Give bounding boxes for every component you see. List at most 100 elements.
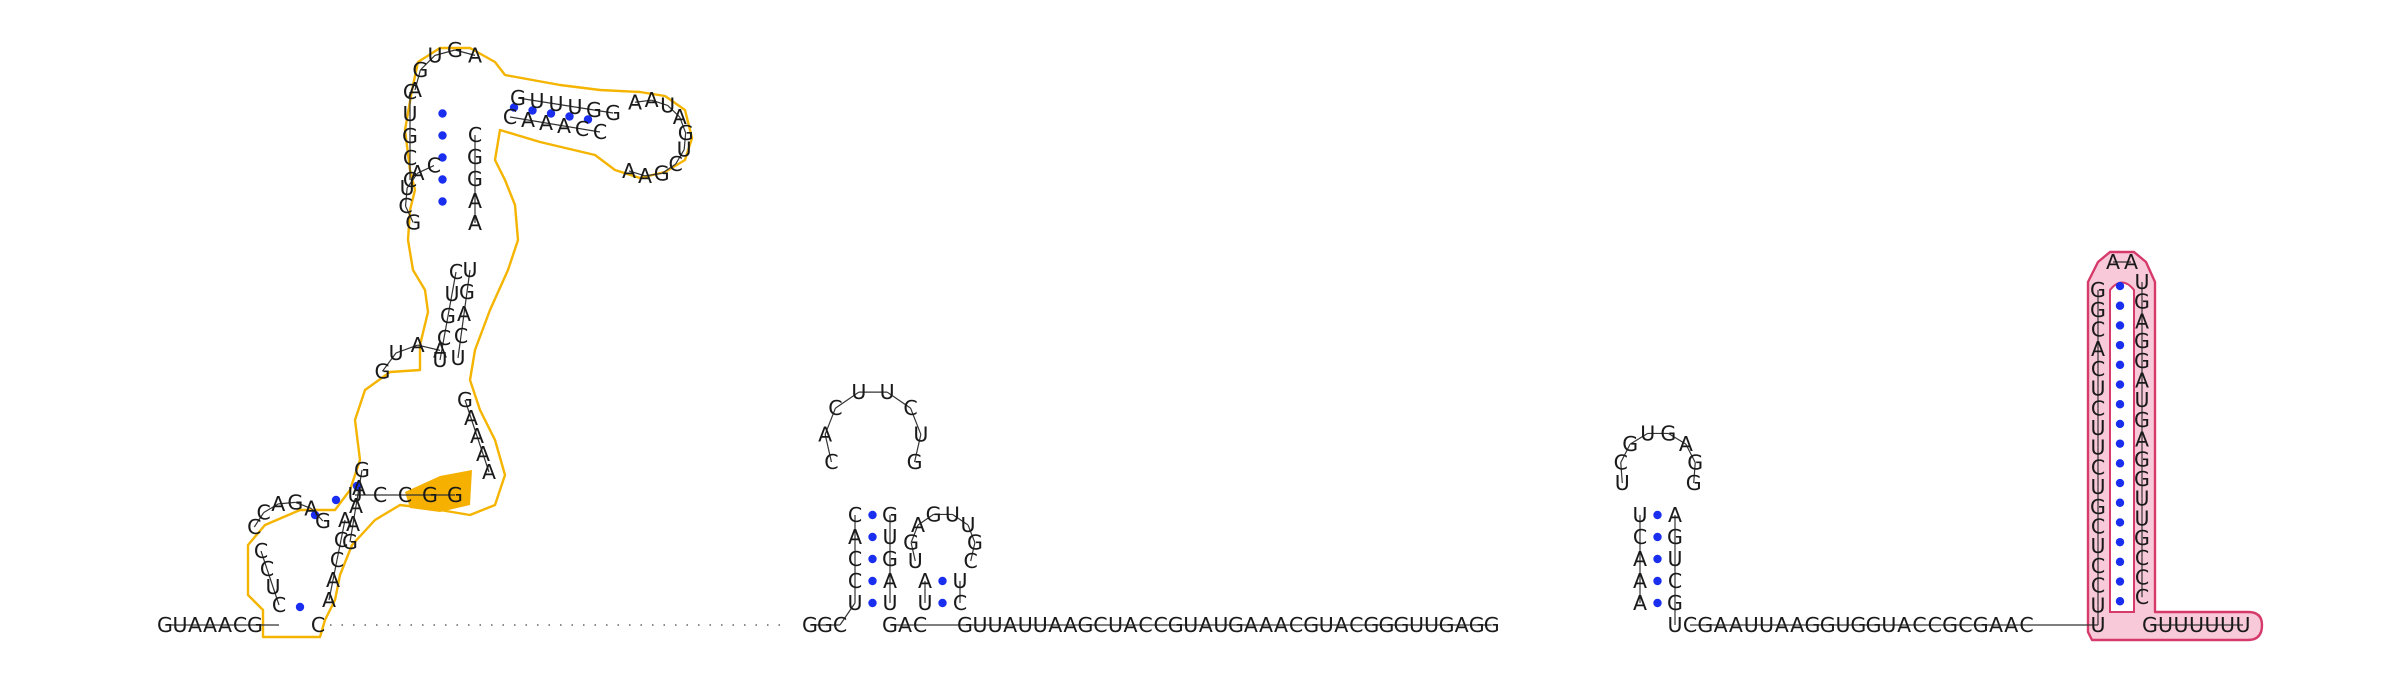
hairpin-2-nt: A [918, 569, 932, 593]
linker-1-nt: A [1334, 613, 1348, 637]
backbone-segment [417, 344, 441, 351]
linker-2-nt: U [1744, 613, 1759, 637]
backbone-segment [340, 519, 346, 541]
base-pair-dot [2115, 537, 2125, 547]
domain-a-nt: A [457, 302, 471, 326]
linker-1-nt: C [1138, 613, 1152, 637]
linker-2-nt: C [1958, 613, 1972, 637]
domain-a-nt: C [398, 194, 412, 218]
backbone-segment [451, 271, 457, 295]
linker-1-nt: A [1274, 613, 1288, 637]
base-pair-dot [2115, 380, 2125, 389]
backbone-segment [476, 435, 484, 455]
hairpin-1-nt: U [880, 380, 895, 404]
backbone-segment [1629, 432, 1649, 445]
backbone-segment [628, 170, 646, 177]
backbone-segment [536, 100, 557, 105]
domain-a-nt: U [432, 348, 447, 372]
base-pair-dot [528, 106, 537, 115]
base-pair-dot [310, 510, 320, 520]
linker-2-nt: C [1912, 613, 1926, 637]
base-pair-dot [352, 481, 362, 491]
hairpin-2-nt: C [964, 549, 978, 573]
terminator-nt: U [2134, 487, 2149, 511]
backbone-segment [527, 119, 547, 124]
terminator-nt: A [2135, 428, 2149, 452]
linker-1-nt: A [1259, 613, 1273, 637]
tail-nt: G [2142, 613, 2158, 637]
backbone-segment [644, 172, 662, 177]
base-pair-dot [438, 197, 447, 206]
terminator-nt: C [2091, 515, 2105, 539]
terminator-nt: U [2134, 506, 2149, 530]
hairpin-1-nt: C [848, 503, 862, 527]
domain-a-nt: A [521, 108, 535, 132]
terminator-nt: A [2091, 337, 2105, 361]
base-pair-dot [1653, 598, 1662, 608]
terminator-highlight [2086, 250, 2264, 642]
backbone-segment [466, 269, 471, 293]
backbone-segment [679, 116, 687, 134]
terminator-nt: G [2134, 526, 2150, 550]
domain-a-nt: G [315, 509, 331, 533]
base-pair-dot [2115, 459, 2125, 468]
hairpin-1-nt: C [903, 396, 917, 420]
hairpin-3-nt: U [1667, 613, 1682, 637]
hairpin-2-nt: G [967, 531, 983, 555]
domain-a-nt: A [408, 78, 422, 102]
linker-1-nt: U [973, 613, 988, 637]
domain-a-nt: C [575, 117, 589, 141]
hairpin-1-nt: C [848, 547, 862, 571]
linker-1-nt: G [1168, 613, 1184, 637]
backbone-segment [839, 602, 856, 626]
backbone-segment [910, 542, 916, 562]
linker-2-nt: A [1729, 613, 1743, 637]
linker-2-nt: A [2004, 613, 2018, 637]
terminator-nt: A [2135, 309, 2149, 333]
terminator-nt: A [2135, 369, 2149, 393]
base-pair-dot [1653, 576, 1662, 586]
domain-a-nt: A [433, 338, 447, 362]
backbone-segment [1620, 443, 1631, 463]
tail-nt: U [2220, 613, 2235, 637]
backbone-segment [651, 99, 668, 107]
linker-1-nt: U [1424, 613, 1439, 637]
backbone-segment [434, 49, 456, 56]
hairpin-2-nt: G [882, 613, 898, 637]
terminator-nt: G [2134, 408, 2150, 432]
domain-a-nt: A [470, 424, 484, 448]
linker-1-nt: U [1213, 613, 1228, 637]
base-pair-dot [938, 576, 947, 586]
hairpin-3-nt: U [1632, 503, 1647, 527]
domain-a-nt: A [464, 406, 478, 430]
backbone-segment [278, 501, 296, 505]
terminator-nt: U [2090, 416, 2105, 440]
terminator-nt: U [2090, 613, 2105, 637]
backbone-segment [272, 586, 280, 606]
domain-a-nt: G [654, 161, 670, 185]
backbone-segment [1685, 443, 1696, 463]
backbone-segment [414, 69, 421, 91]
backbone-segment [910, 524, 919, 543]
hairpin-1-nt: A [818, 422, 832, 446]
base-pair-dot [1653, 532, 1662, 542]
domain-a-nt: U [427, 43, 442, 67]
linker-2-nt: G [1820, 613, 1836, 637]
hairpin-3-nt: U [1667, 547, 1682, 571]
backbone-segment [886, 391, 911, 409]
linker-1-nt: G [1469, 613, 1485, 637]
hairpin-2-nt: C [953, 591, 967, 615]
base-pair-dot [438, 153, 447, 162]
terminator-nt: U [2134, 388, 2149, 412]
backbone-segment [381, 352, 397, 372]
linker-1-nt: G [1484, 613, 1500, 637]
terminator-nt: A [2106, 250, 2120, 274]
domain-a-nt: G [467, 167, 483, 191]
backbone-segment [683, 132, 687, 150]
terminator-nt: G [2134, 467, 2150, 491]
linker-1-nt: C [1153, 613, 1167, 637]
linker-2-nt: U [1835, 613, 1850, 637]
domain-a-nt: A [673, 105, 687, 129]
linker-1-nt: C [1093, 613, 1107, 637]
